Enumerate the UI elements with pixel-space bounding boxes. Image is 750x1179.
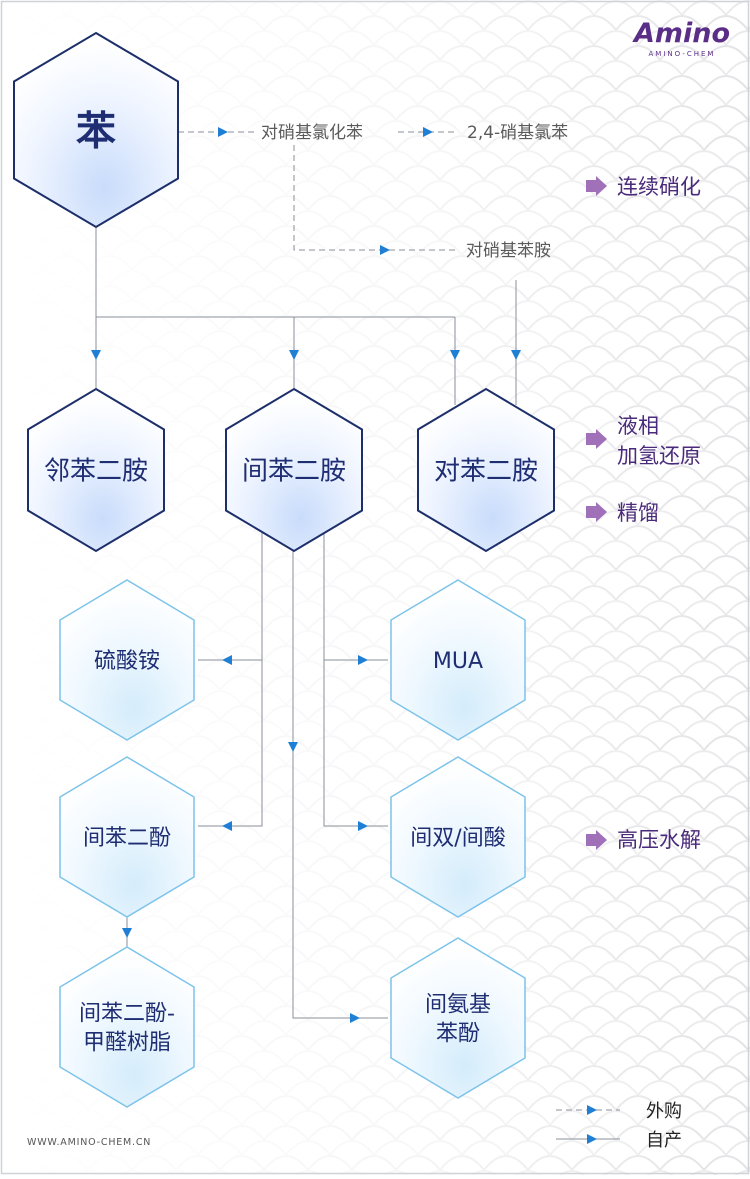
hex-ammonium-sulfate-shape [59,579,195,741]
line-mpda-left [198,532,263,827]
arrow-right-mua [358,655,368,665]
arrow-right-2 [423,127,433,137]
hex-o-phenylenediamine: 邻苯二胺 [27,387,165,553]
arrow-down-opda [91,350,101,360]
process-annotations: 连续硝化 液相 加氢还原 精馏 高压水解 [586,175,701,852]
process-arrow-icon [586,176,607,196]
legend-self-produced-label: 自产 [646,1130,682,1151]
arrow-right-bisacid [358,821,368,831]
legend-solid-arrow [587,1134,597,1144]
arrow-left-sulfate [222,655,232,665]
process-arrow-icon [586,830,607,850]
hex-o-phenylenediamine-shape [27,387,165,553]
arrow-left-resorcinol [222,821,232,831]
label-p-nitroaniline: 对硝基苯胺 [466,241,551,261]
hex-p-phenylenediamine-shape [417,387,555,553]
label-p-chloronitro: 对硝基氯化苯 [261,123,363,143]
arrow-markers [91,127,521,1023]
process-distillation: 精馏 [617,501,659,525]
dashed-pchloro-down [293,145,455,251]
hex-m-aminophenol-shape [390,937,526,1099]
hex-resorcinol: 间苯二酚 [59,756,195,918]
hex-mua: MUA [390,579,526,741]
hex-resorcinol-shape [59,756,195,918]
hex-bis-acid-label: 间双/间酸 [410,826,505,851]
hex-resorcinol-resin-label: 间苯二酚- [79,1001,175,1026]
hex-p-phenylenediamine: 对苯二胺 [417,387,555,553]
hex-resorcinol-resin-shape [59,946,195,1108]
hex-m-phenylenediamine: 间苯二胺 [225,387,363,553]
arrow-right-aminophenol [350,1013,360,1023]
hex-m-phenylenediamine-shape [225,387,363,553]
hex-m-aminophenol-label: 间氨基 [425,992,491,1017]
hex-resorcinol-resin: 间苯二酚- 甲醛树脂 [59,946,195,1108]
arrow-right-1 [218,127,228,137]
label-dinitro: 2,4-硝基氯苯 [467,123,568,143]
hex-ammonium-sulfate-label: 硫酸铵 [94,649,160,674]
hex-bis-acid-shape [390,756,526,918]
hex-p-phenylenediamine-label: 对苯二胺 [434,456,538,486]
arrow-down-mpda [289,350,299,360]
hex-m-phenylenediamine-label: 间苯二胺 [242,456,346,486]
hex-mua-shape [390,579,526,741]
arrow-right-3 [380,245,390,255]
logo-main-text: Amino [632,18,730,49]
arrow-down-resin [122,928,132,938]
hex-benzene: 苯 [13,31,179,229]
legend-purchased-label: 外购 [646,1101,682,1122]
arrow-down-ppda-1 [450,350,460,360]
hex-bis-acid: 间双/间酸 [390,756,526,918]
process-hydrogenation-1: 液相 [617,414,659,438]
hex-resorcinol-label: 间苯二酚 [83,826,171,851]
hex-resorcinol-resin-label: 甲醛树脂 [83,1030,171,1055]
logo: Amino AMINO-CHEM [632,18,730,58]
process-hydrogenation-2: 加氢还原 [617,444,701,468]
connector-lines [95,131,517,1019]
arrow-down-ppda-2 [511,350,521,360]
process-nitration: 连续硝化 [617,175,701,199]
logo-sub-text: AMINO-CHEM [649,50,716,58]
website-url: WWW.AMINO-CHEM.CN [27,1137,151,1148]
process-arrow-icon [586,429,607,449]
intermediate-labels: 对硝基氯化苯 2,4-硝基氯苯 对硝基苯胺 [261,123,568,261]
hex-mua-label: MUA [433,649,483,674]
legend: 外购 自产 [556,1101,682,1151]
arrow-down-center [288,742,298,752]
legend-dashed-arrow [587,1105,597,1115]
hex-benzene-label: 苯 [76,108,116,154]
hex-o-phenylenediamine-label: 邻苯二胺 [44,456,148,486]
hex-ammonium-sulfate: 硫酸铵 [59,579,195,741]
hex-m-aminophenol-label: 苯酚 [436,1021,480,1046]
process-hydrolysis: 高压水解 [617,828,701,852]
process-arrow-icon [586,502,607,522]
hex-benzene-shape [13,31,179,229]
